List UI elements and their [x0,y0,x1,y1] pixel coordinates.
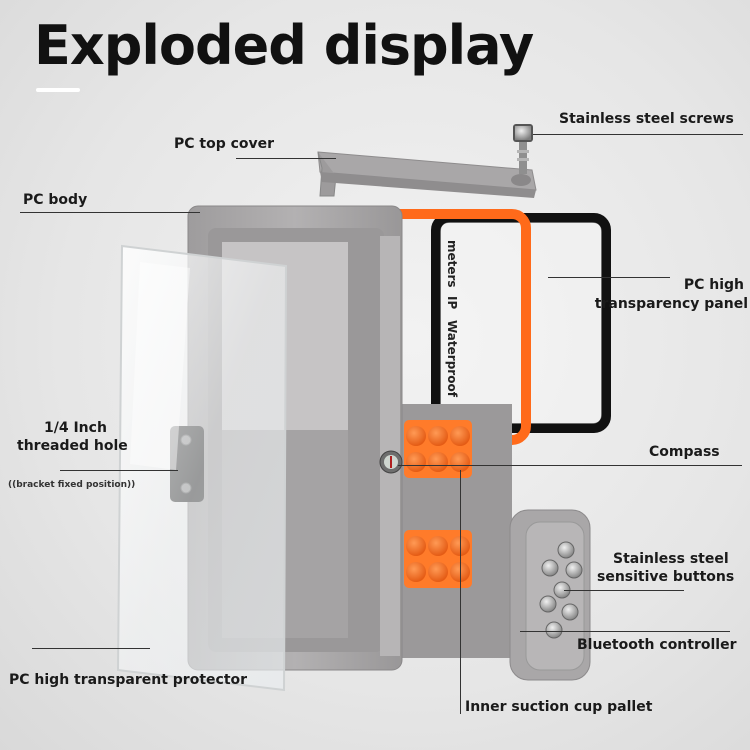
suction-cups-lower [404,530,472,588]
svg-text:Waterproof: Waterproof [445,320,459,398]
label-bluetooth: Bluetooth controller [577,637,737,653]
label-hole-line1: 1/4 Inch [44,420,107,436]
leader-buttons [564,590,684,591]
svg-text:IP: IP [445,296,459,309]
label-stainless-screws: Stainless steel screws [559,111,734,127]
bluetooth-controller [509,509,591,681]
leader-body [20,212,200,213]
label-body: PC body [23,192,88,208]
compass [379,450,403,474]
stainless-screw [513,124,533,174]
leader-panel [548,277,670,278]
label-protector: PC high transparent protector [9,672,248,688]
label-hole-line2: threaded hole [17,438,128,454]
label-buttons-line1: Stainless steel [613,551,729,567]
title-underline [36,88,80,92]
gasket-text: meters [445,240,459,288]
leader-hole [60,470,178,471]
label-panel-line2: transparency panel [594,296,748,312]
pc-transparent-protector [116,244,288,692]
label-top-cover: PC top cover [174,136,275,152]
leader-top-cover [236,158,336,159]
leader-screws [533,134,743,135]
page-title: Exploded display [34,14,534,77]
label-compass: Compass [649,444,720,460]
label-panel-line1: PC high [683,277,744,293]
label-buttons-line2: sensitive buttons [597,569,735,585]
label-hole-note: ((bracket fixed position)) [8,480,136,490]
suction-cups-upper [404,420,472,478]
pc-top-cover [317,151,537,198]
leader-protector [32,648,150,649]
leader-bluetooth [520,631,730,632]
leader-compass [398,465,742,466]
leader-pallet [460,470,461,714]
label-pallet: Inner suction cup pallet [465,699,653,715]
